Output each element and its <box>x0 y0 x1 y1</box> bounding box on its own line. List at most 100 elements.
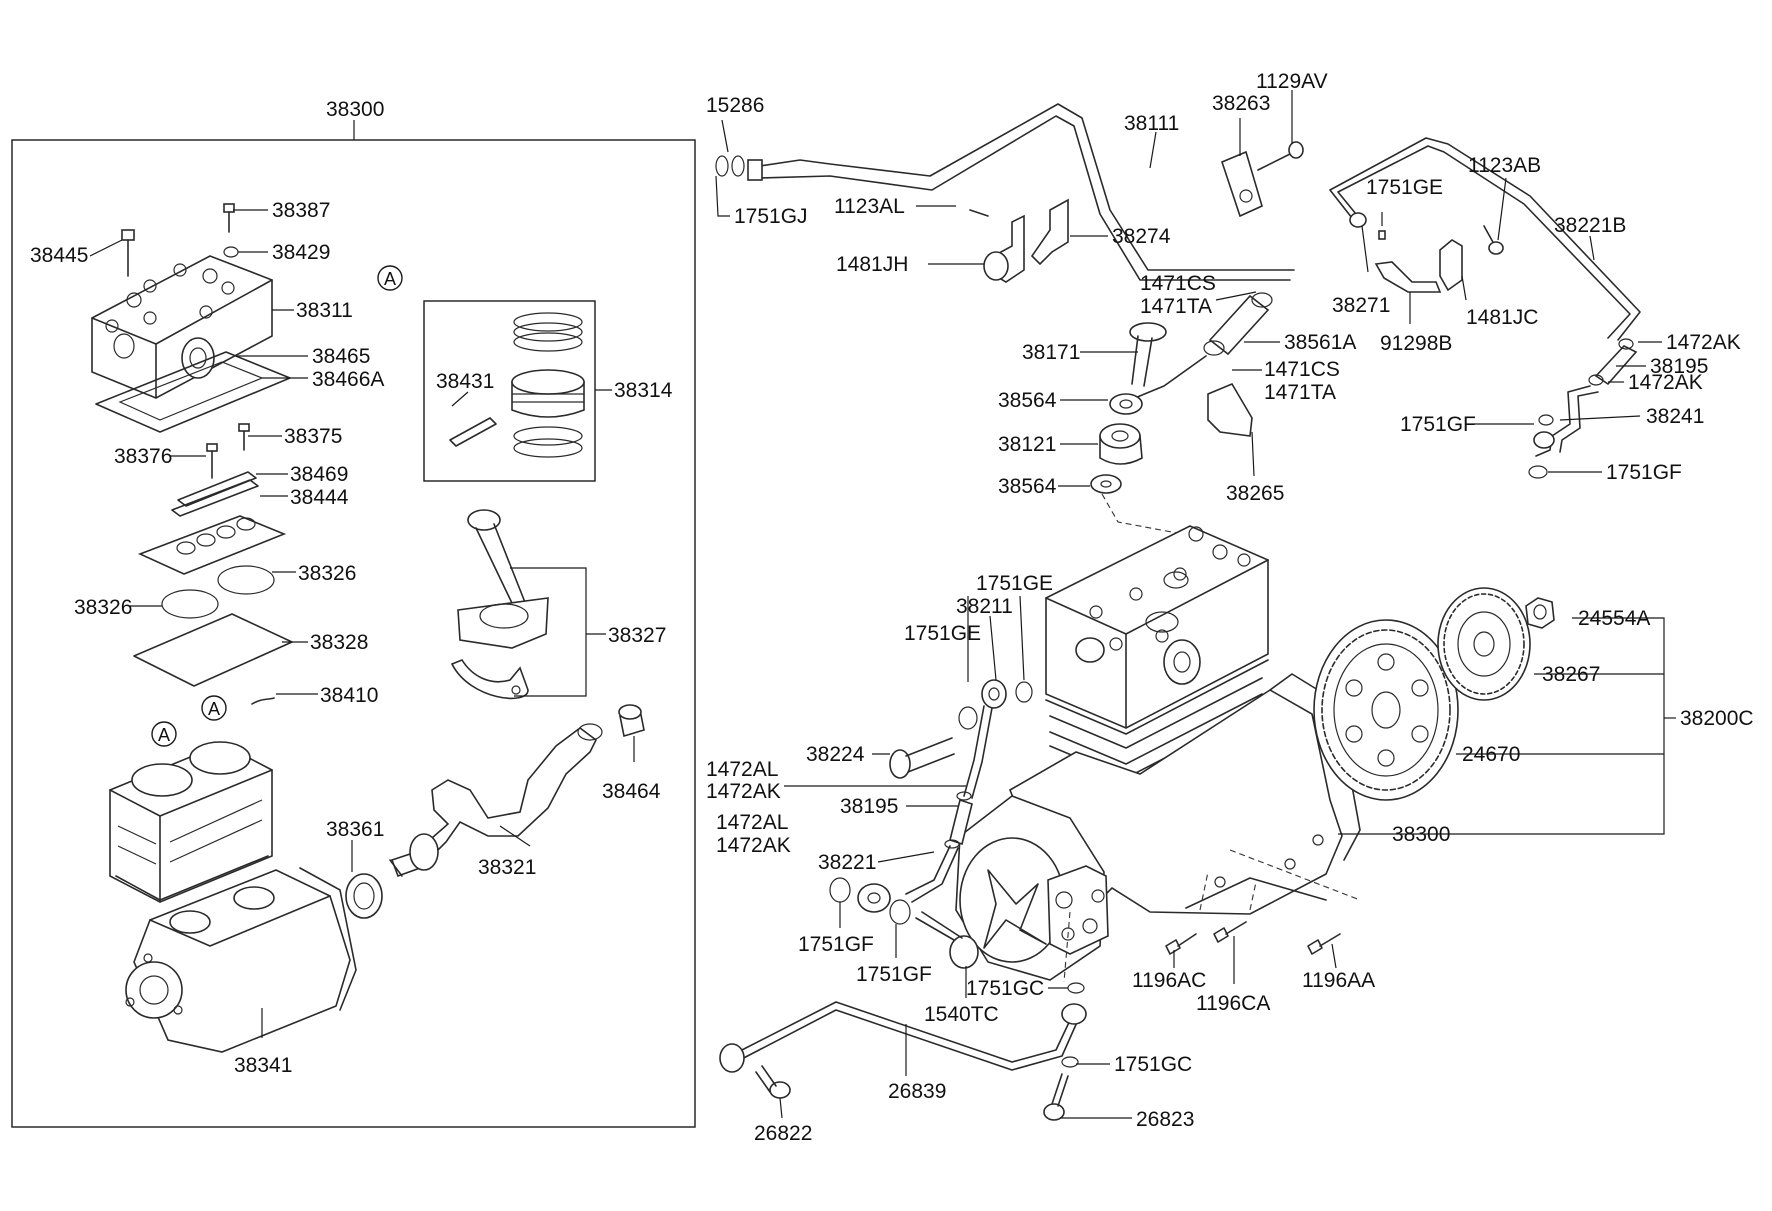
label-38361: 38361 <box>326 818 384 841</box>
label-1481JC: 1481JC <box>1466 306 1538 329</box>
label-1472AK-a: 1472AK <box>1666 331 1741 354</box>
nut-24554A <box>1525 597 1555 629</box>
label-38327: 38327 <box>608 624 666 647</box>
leader-lines <box>89 90 1676 1119</box>
label-38274: 38274 <box>1112 225 1171 248</box>
label-1472AK-b: 1472AK <box>1628 371 1703 394</box>
label-1751GF-r2: 1751GF <box>1606 461 1682 484</box>
cylinder-block-part <box>109 741 273 903</box>
label-24670: 24670 <box>1462 743 1520 766</box>
label-15286: 15286 <box>706 94 764 117</box>
label-1472AK-d: 1472AK <box>716 834 791 857</box>
label-91298B: 91298B <box>1380 332 1452 355</box>
label-1481JH: 1481JH <box>836 253 908 276</box>
label-26839: 26839 <box>888 1080 946 1103</box>
marker-a-right: A <box>208 699 220 719</box>
label-38341: 38341 <box>234 1054 292 1077</box>
gear-38267 <box>1437 587 1531 701</box>
label-38464: 38464 <box>602 780 661 803</box>
marker-a-left: A <box>158 725 170 745</box>
bushing-part <box>618 704 645 738</box>
label-38564-a: 38564 <box>998 389 1057 412</box>
label-38121: 38121 <box>998 433 1056 456</box>
label-1196CA: 1196CA <box>1196 992 1270 1015</box>
label-1471CS-b: 1471CS <box>1264 358 1340 381</box>
label-1751GE-top: 1751GE <box>1366 176 1443 199</box>
label-1123AL: 1123AL <box>834 195 905 218</box>
label-1751GE-mid2: 1751GE <box>904 622 981 645</box>
label-38429: 38429 <box>272 241 330 264</box>
label-1472AL-a: 1472AL <box>706 758 778 781</box>
label-1751GC-mid: 1751GC <box>966 977 1044 1000</box>
label-38300-top: 38300 <box>326 98 384 121</box>
label-38376: 38376 <box>114 445 172 468</box>
label-38263: 38263 <box>1212 92 1270 115</box>
label-38265: 38265 <box>1226 482 1284 505</box>
label-26822: 26822 <box>754 1122 812 1145</box>
label-1751GC-bottom: 1751GC <box>1114 1053 1192 1076</box>
cylinder-head-part <box>91 255 273 399</box>
label-38387: 38387 <box>272 199 330 222</box>
label-38326-left: 38326 <box>74 596 132 619</box>
label-38221: 38221 <box>818 851 876 874</box>
washer-38429 <box>223 246 239 258</box>
label-1123AB: 1123AB <box>1468 154 1541 177</box>
label-38321: 38321 <box>478 856 536 879</box>
label-38465: 38465 <box>312 345 370 368</box>
label-1196AC: 1196AC <box>1132 969 1206 992</box>
label-38267: 38267 <box>1542 663 1600 686</box>
label-38195-right: 38195 <box>1650 355 1708 378</box>
label-38195-mid: 38195 <box>840 795 898 818</box>
label-38111: 38111 <box>1124 112 1179 135</box>
label-26823: 26823 <box>1136 1108 1194 1131</box>
label-38328: 38328 <box>310 631 368 654</box>
label-38375: 38375 <box>284 425 342 448</box>
label-1751GF-r1: 1751GF <box>1400 413 1476 436</box>
label-38241: 38241 <box>1646 405 1704 428</box>
label-1751GF-m1: 1751GF <box>798 933 874 956</box>
oil-pipe-26839 <box>719 1001 1087 1073</box>
label-1751GJ: 1751GJ <box>734 205 808 228</box>
crankcase-part <box>125 867 357 1053</box>
label-38564-b: 38564 <box>998 475 1057 498</box>
label-38326-right: 38326 <box>298 562 356 585</box>
marker-a-top: A <box>384 269 396 289</box>
label-1472AK-c: 1472AK <box>706 780 781 803</box>
label-38200C: 38200C <box>1680 707 1754 730</box>
crankshaft-part <box>389 723 603 878</box>
label-38311: 38311 <box>296 299 353 322</box>
label-1751GE-mid: 1751GE <box>976 572 1053 595</box>
label-38314: 38314 <box>614 379 673 402</box>
label-38469: 38469 <box>290 463 348 486</box>
piston-part <box>449 312 585 458</box>
gear-24670 <box>1313 619 1459 801</box>
label-1540TC: 1540TC <box>924 1003 999 1026</box>
label-24554A: 24554A <box>1578 607 1650 630</box>
label-1471TA-b: 1471TA <box>1264 381 1336 404</box>
label-38561A: 38561A <box>1284 331 1356 354</box>
label-38211: 38211 <box>956 595 1013 618</box>
label-38171: 38171 <box>1022 341 1080 364</box>
label-38221B: 38221B <box>1554 214 1626 237</box>
compressor-body <box>955 525 1361 981</box>
label-1472AL-b: 1472AL <box>716 811 788 834</box>
label-38445: 38445 <box>30 244 88 267</box>
bearing-part <box>345 873 383 919</box>
label-1471TA-a: 1471TA <box>1140 295 1212 318</box>
delivery-pipe-38111 <box>759 103 1295 281</box>
label-1751GF-m2: 1751GF <box>856 963 932 986</box>
label-38271: 38271 <box>1332 294 1390 317</box>
fitting-15286 <box>715 155 763 181</box>
bolt-38387 <box>223 203 235 233</box>
callout-labels: 38300 38387 38445 38429 38311 38465 3846… <box>30 70 1754 1145</box>
label-38431: 38431 <box>436 370 494 393</box>
label-1471CS-a: 1471CS <box>1140 272 1216 295</box>
connecting-rod-part <box>450 509 549 700</box>
piston-kit-box <box>423 300 596 482</box>
label-1129AV: 1129AV <box>1256 70 1328 93</box>
label-38410: 38410 <box>320 684 378 707</box>
pipe-38221B <box>1329 137 1641 341</box>
label-38300-right: 38300 <box>1392 823 1450 846</box>
label-38444: 38444 <box>290 486 349 509</box>
